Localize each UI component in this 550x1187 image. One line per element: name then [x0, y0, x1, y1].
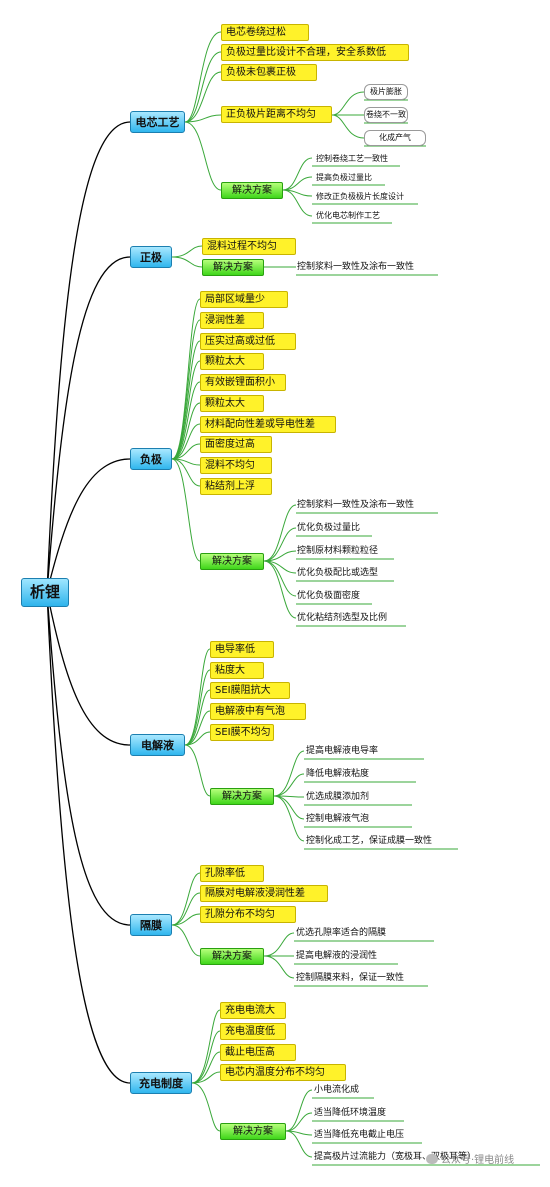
- cause-anode-5[interactable]: 有效嵌锂面积小: [200, 374, 286, 391]
- cause-anode-8[interactable]: 面密度过高: [200, 436, 272, 453]
- cause-cell-process-3[interactable]: 负极未包裹正极: [221, 64, 317, 81]
- cause-electrolyte-5[interactable]: SEI膜不均匀: [210, 724, 274, 741]
- link-root-to-cell-process: [46, 121, 131, 593]
- cause-anode-3[interactable]: 压实过高或过低: [200, 333, 296, 350]
- cause-electrolyte-4[interactable]: 电解液中有气泡: [210, 703, 306, 720]
- link-root-to-electrolyte: [46, 591, 131, 746]
- cause-cathode-1[interactable]: 混料过程不均匀: [202, 238, 296, 255]
- solution-separator[interactable]: 解决方案: [200, 948, 264, 965]
- branch-cathode[interactable]: 正极: [130, 246, 172, 268]
- watermark: 公众号·锂电前线: [426, 1151, 514, 1166]
- cause-charging-2[interactable]: 充电温度低: [220, 1023, 286, 1040]
- solution-item-anode-1: 控制浆料一致性及涂布一致性: [297, 499, 415, 510]
- solution-item-cathode-1: 控制浆料一致性及涂布一致性: [297, 261, 415, 272]
- solution-cell-process[interactable]: 解决方案: [221, 182, 283, 199]
- links-separator: [171, 872, 434, 987]
- cause-separator-3[interactable]: 孔隙分布不均匀: [200, 906, 296, 923]
- solution-item-anode-6: 优化粘结剂选型及比例: [297, 612, 388, 623]
- watermark-text: 公众号·锂电前线: [441, 1155, 515, 1166]
- solution-item-anode-3: 控制原材料颗粒粒径: [297, 545, 379, 556]
- cause-anode-7[interactable]: 材料配向性差或导电性差: [200, 416, 336, 433]
- solution-item-separator-2: 提高电解液的浸润性: [296, 950, 378, 961]
- cause-electrolyte-3[interactable]: SEI膜阻抗大: [210, 682, 290, 699]
- solution-item-separator-3: 控制隔膜来料，保证一致性: [296, 972, 405, 983]
- solution-item-electrolyte-4: 控制电解液气泡: [306, 813, 370, 824]
- solution-item-cell-process-2: 提高负极过量比: [316, 173, 372, 182]
- cause-electrolyte-2[interactable]: 粘度大: [210, 662, 264, 679]
- sub-item-electrode-swelling[interactable]: 极片膨胀: [364, 84, 408, 100]
- solution-item-charging-3: 适当降低充电截止电压: [314, 1129, 405, 1140]
- links-charging: [191, 1009, 540, 1166]
- solution-item-electrolyte-3: 优选成膜添加剂: [306, 791, 370, 802]
- solution-item-anode-2: 优化负极过量比: [297, 522, 361, 533]
- cause-cell-process-1[interactable]: 电芯卷绕过松: [221, 24, 309, 41]
- cause-anode-6[interactable]: 颗粒太大: [200, 395, 264, 412]
- cause-charging-1[interactable]: 充电电流大: [220, 1002, 286, 1019]
- cause-anode-1[interactable]: 局部区域量少: [200, 291, 288, 308]
- solution-item-charging-2: 适当降低环境温度: [314, 1107, 387, 1118]
- sub-item-formation-gas[interactable]: 化成产气: [364, 130, 426, 146]
- cause-anode-4[interactable]: 颗粒太大: [200, 353, 264, 370]
- sub-item-winding-inconsistent[interactable]: 卷绕不一致: [364, 107, 408, 123]
- solution-charging[interactable]: 解决方案: [220, 1123, 286, 1140]
- branch-cell-process[interactable]: 电芯工艺: [130, 111, 185, 133]
- cause-electrolyte-1[interactable]: 电导率低: [210, 641, 274, 658]
- cause-anode-2[interactable]: 浸润性差: [200, 312, 264, 329]
- solution-item-charging-4: 提高极片过流能力（宽极耳、双极耳等）: [314, 1151, 477, 1162]
- solution-item-electrolyte-1: 提高电解液电导率: [306, 745, 379, 756]
- branch-electrolyte[interactable]: 电解液: [130, 734, 185, 756]
- solution-item-separator-1: 优选孔隙率适合的隔膜: [296, 927, 387, 938]
- cause-cell-process-4[interactable]: 正负极片距离不均匀: [221, 106, 332, 123]
- links-anode: [171, 298, 438, 627]
- solution-item-cell-process-4: 优化电芯制作工艺: [316, 211, 380, 220]
- cause-charging-4[interactable]: 电芯内温度分布不均匀: [220, 1064, 346, 1081]
- link-root-to-anode: [46, 458, 131, 593]
- links-cell-process: [184, 31, 426, 224]
- branch-separator[interactable]: 隔膜: [130, 914, 172, 936]
- root-node[interactable]: 析锂: [21, 578, 69, 607]
- links-electrolyte: [184, 648, 458, 850]
- solution-item-electrolyte-2: 降低电解液粘度: [306, 768, 370, 779]
- solution-electrolyte[interactable]: 解决方案: [210, 788, 274, 805]
- solution-item-charging-1: 小电流化成: [314, 1084, 360, 1095]
- solution-item-cell-process-1: 控制卷绕工艺一致性: [316, 154, 388, 163]
- cause-anode-10[interactable]: 粘结剂上浮: [200, 478, 272, 495]
- solution-item-cell-process-3: 修改正负极极片长度设计: [316, 192, 404, 201]
- links-cathode: [171, 245, 438, 276]
- solution-anode[interactable]: 解决方案: [200, 553, 264, 570]
- solution-item-anode-4: 优化负极配比或选型: [297, 567, 379, 578]
- cause-anode-9[interactable]: 混料不均匀: [200, 457, 272, 474]
- cause-cell-process-2[interactable]: 负极过量比设计不合理，安全系数低: [221, 44, 409, 61]
- wechat-icon: [426, 1153, 438, 1164]
- solution-item-anode-5: 优化负极面密度: [297, 590, 361, 601]
- solution-cathode[interactable]: 解决方案: [202, 259, 264, 276]
- cause-charging-3[interactable]: 截止电压高: [220, 1044, 296, 1061]
- link-root-to-separator: [46, 591, 131, 926]
- branch-anode[interactable]: 负极: [130, 448, 172, 470]
- cause-separator-2[interactable]: 隔膜对电解液浸润性差: [200, 885, 328, 902]
- solution-item-electrolyte-5: 控制化成工艺，保证成膜一致性: [306, 835, 433, 846]
- cause-separator-1[interactable]: 孔隙率低: [200, 865, 264, 882]
- link-root-to-charging: [46, 591, 131, 1084]
- link-root-to-cathode: [46, 256, 131, 593]
- branch-charging-regime[interactable]: 充电制度: [130, 1072, 192, 1094]
